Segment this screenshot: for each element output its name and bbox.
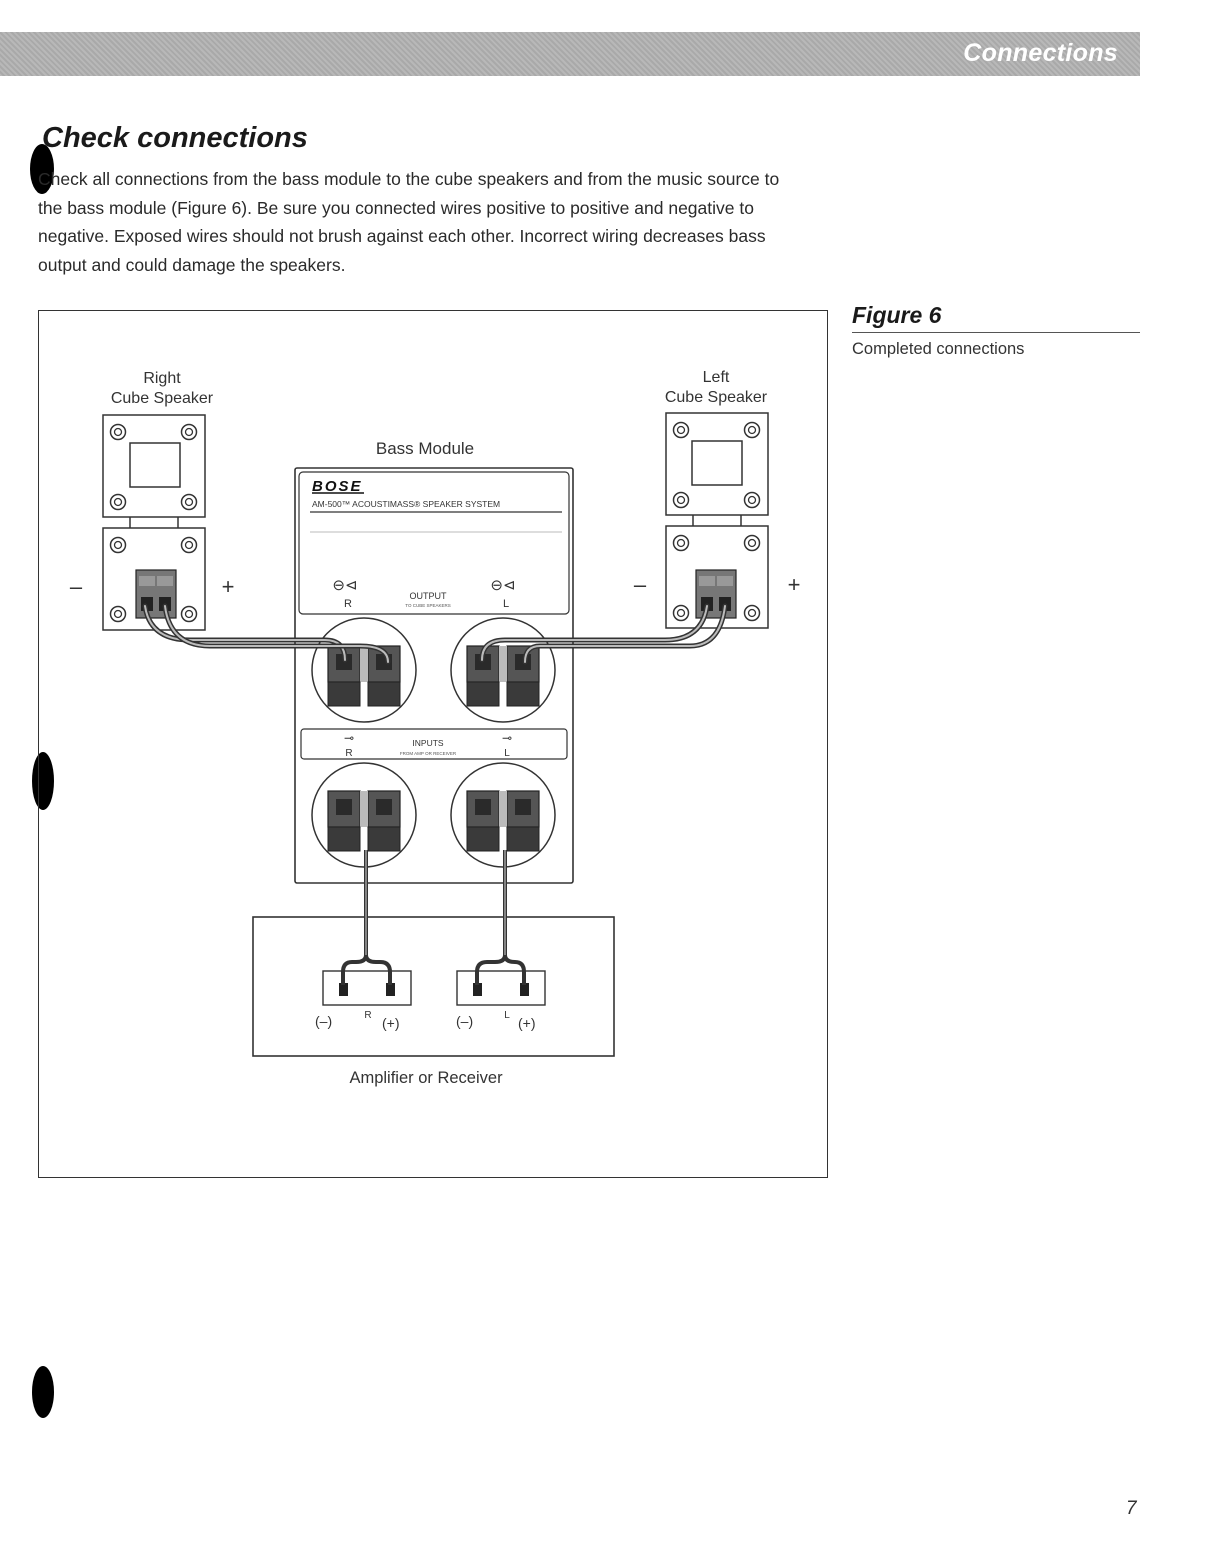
punch-hole-middle (32, 752, 54, 810)
punch-hole-bottom (32, 1366, 54, 1418)
header-band: Connections (0, 32, 1140, 76)
header-title: Connections (963, 39, 1118, 67)
figure-label: Figure 6 (852, 302, 1140, 333)
page-number: 7 (1126, 1498, 1137, 1519)
section-body: Check all connections from the bass modu… (38, 169, 780, 275)
section-title: Check connections (42, 122, 308, 154)
figure-caption: Completed connections (852, 340, 1025, 358)
punch-hole-top (30, 144, 54, 194)
figure-frame (38, 310, 828, 1178)
